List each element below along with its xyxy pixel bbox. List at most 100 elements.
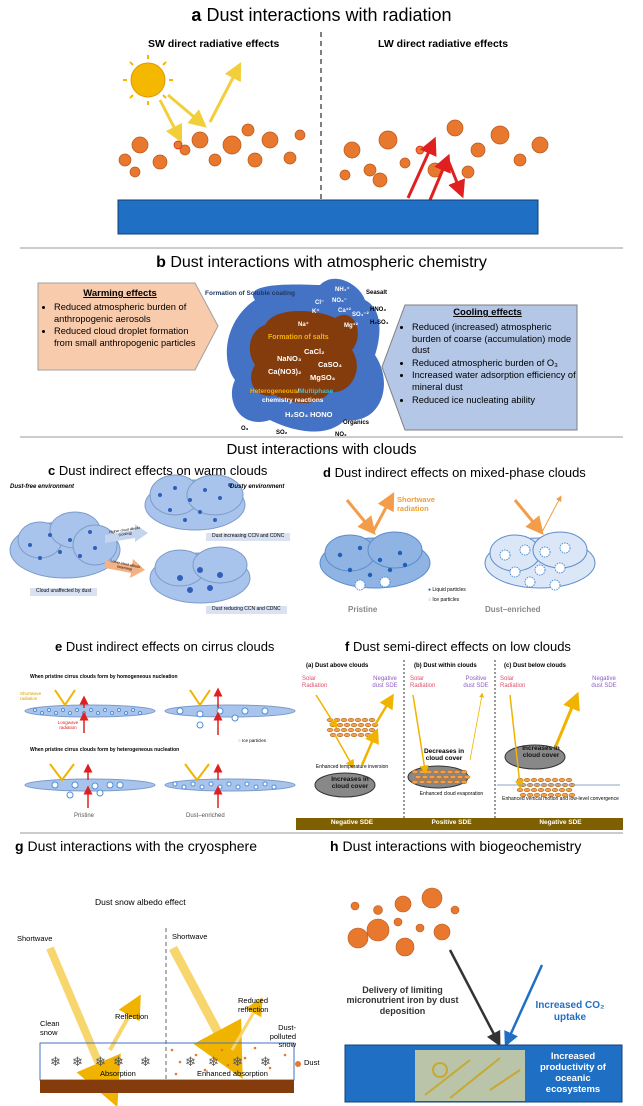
panel-letter: f: [345, 639, 350, 654]
ice-particle: [539, 546, 551, 558]
increasing-label: Dust increasing CCN and CDNC: [206, 533, 291, 541]
iron-deposition-arrow: [448, 949, 501, 1047]
reducing-label: Dust reducing CCN and CDNC: [206, 606, 287, 614]
dust-particle: [253, 1046, 257, 1050]
cloud-cover-label: Decreases in cloud cover: [423, 748, 465, 763]
polluted-snow-label: Dust-polluted snow: [269, 1023, 296, 1050]
ice-circle-icon: ○: [428, 597, 432, 603]
diatom-chains: [424, 1057, 521, 1099]
ice-particle: [117, 708, 121, 712]
sw-arrows: [158, 62, 242, 144]
ice-particle: [354, 579, 366, 591]
dust-particle: [519, 792, 527, 798]
panel-letter: e: [55, 639, 63, 654]
dust-particle: [453, 769, 461, 775]
dust-core-blob: [249, 310, 358, 403]
ice-particle: [190, 781, 196, 787]
species: K⁺: [312, 309, 320, 315]
sde-label: Positive dust SDE: [463, 676, 489, 689]
sde-bar-label: Positive SDE: [431, 819, 472, 826]
warming-list: Reduced atmospheric burden of anthropoge…: [40, 302, 200, 350]
dust-particle: [268, 1066, 272, 1070]
dust-particle: [414, 774, 422, 780]
co2-uptake-arrow: [504, 964, 544, 1047]
panel-title-text: Dust indirect effects on cirrus clouds: [65, 639, 275, 654]
dust-particle: [460, 769, 468, 775]
dust-free-label: Dust-free environment: [10, 484, 75, 490]
cloud-droplet: [168, 508, 172, 512]
ice-particle: [54, 711, 58, 715]
ice-particle: [216, 707, 224, 715]
homogeneous-label: When pristine cirrus clouds form by homo…: [30, 674, 178, 680]
dusty-label: Dusty environment: [230, 484, 285, 490]
cloud-droplet: [173, 486, 177, 490]
species: O₃: [241, 426, 249, 432]
species: Seasalt: [366, 290, 388, 296]
cloud-unaffected: [9, 511, 121, 579]
dust-particle: [361, 727, 369, 733]
ice-particle: [51, 781, 59, 789]
liquid-dot-icon: ●: [428, 587, 432, 593]
dust-particle: [463, 774, 471, 780]
sde-label: Negative dust SDE: [591, 676, 617, 689]
dust-particle: [152, 154, 168, 170]
panel-h-title: h Dust interactions with biogeochemistry: [330, 838, 581, 854]
ice-particle: [33, 708, 37, 712]
dust-particle: [461, 165, 475, 179]
pristine-label: Pristine: [74, 813, 95, 819]
species: CaCl₂: [304, 347, 325, 356]
pristine-label: Pristine: [348, 605, 378, 614]
ice-particles: [33, 707, 277, 799]
dust-particle: [368, 717, 376, 723]
effect-note: Enhanced temperature inversion: [315, 764, 389, 770]
cloud-droplet: [28, 543, 32, 547]
dust-particle: [513, 153, 527, 167]
dust-particle: [565, 787, 573, 793]
panel-title-text: Dust semi-direct effects on low clouds: [352, 639, 571, 654]
column-heading: (b) Dust within clouds: [414, 663, 477, 669]
dust-particle: [243, 1056, 247, 1060]
dust-particle: [261, 131, 279, 149]
soluble-coating-label: Formation of Soluble coating: [205, 290, 295, 297]
ice-particle: [519, 544, 531, 556]
cloud-droplet: [68, 538, 72, 542]
sde-label: Negative dust SDE: [372, 676, 398, 689]
species: H₂SO₄: [370, 320, 389, 326]
ice-circle-icon: ○: [238, 738, 241, 743]
ice-particle: [253, 784, 259, 790]
solar-label: Solar Radiation: [500, 676, 526, 689]
dust-particle: [339, 169, 351, 181]
species: Cl⁻: [315, 300, 325, 306]
dust-particle: [453, 779, 461, 785]
dust-particle: [530, 787, 538, 793]
dust-particle: [241, 123, 255, 137]
dust-particle: [428, 774, 436, 780]
dust-particle: [460, 779, 468, 785]
ice-particle: [47, 708, 51, 712]
panel-letter: g: [15, 838, 24, 854]
ice-particle: [261, 707, 269, 715]
dust-particle: [347, 927, 369, 949]
shortwave-label: Shortwave radiation: [20, 691, 42, 702]
dust-particle: [537, 777, 545, 783]
dust-particle: [343, 732, 351, 738]
dust-particle: [568, 792, 576, 798]
panel-title-text: Dust indirect effects on warm clouds: [58, 463, 268, 478]
dust-particle: [446, 769, 454, 775]
dust-particle: [425, 769, 433, 775]
ice-particle: [131, 708, 135, 712]
panel-title-text: Dust interactions with atmospheric chemi…: [170, 254, 487, 271]
dust-particle: [432, 779, 440, 785]
dust-particle: [170, 1048, 174, 1052]
snowflake-icon: ❄: [260, 1054, 271, 1069]
dust-particle: [435, 774, 443, 780]
cloud-droplet: [207, 585, 213, 591]
reduced-reflection-label: Reduced reflection: [238, 996, 269, 1014]
liquid-particle: [357, 545, 363, 551]
dust-particle: [350, 901, 360, 911]
species: NH₄⁺: [335, 287, 350, 293]
dust-particle: [446, 779, 454, 785]
productivity-label: Increased productivity of oceanic ecosys…: [540, 1051, 606, 1095]
